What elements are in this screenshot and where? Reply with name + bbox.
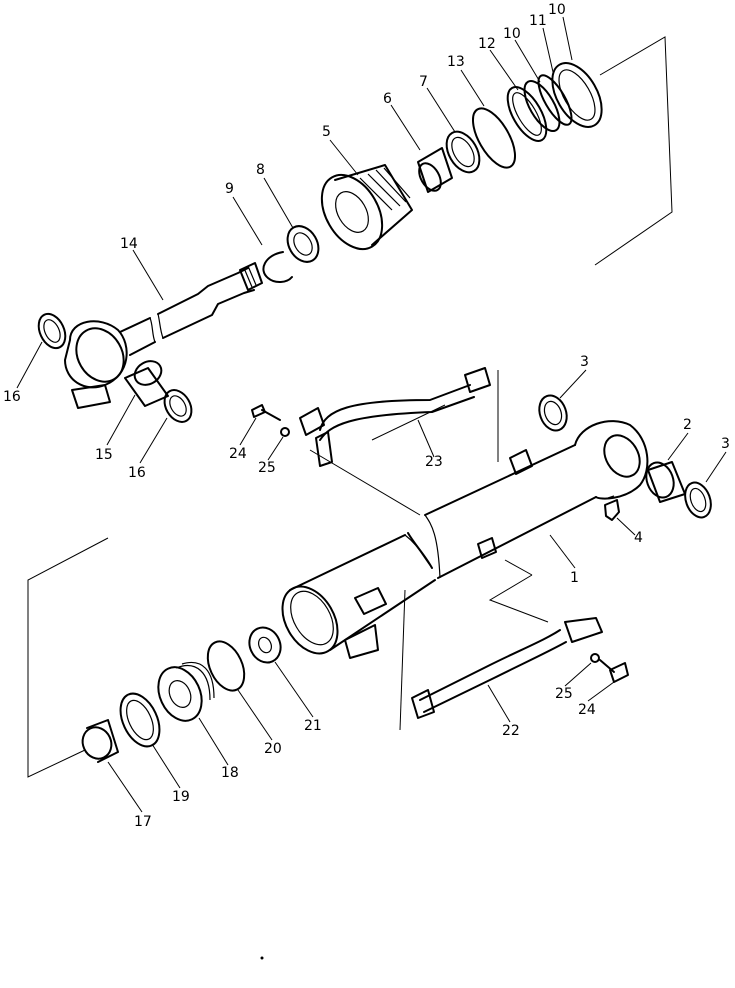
part-14-piston-rod [64,262,263,409]
callout-3-top: 3 [580,354,589,370]
part-17-cap [81,719,119,763]
callout-11: 11 [529,13,547,29]
part-10-ring-outer [551,62,603,128]
callout-labels: 10 11 10 12 13 7 6 5 8 9 14 16 15 16 3 2… [3,2,730,830]
part-24-bolt-left [251,404,281,421]
part-6-bushing [417,147,453,193]
stray-dot [260,956,264,960]
callout-23: 23 [425,454,443,470]
callout-6: 6 [383,91,392,107]
part-24-bolt-right [599,659,629,683]
callout-3-right: 3 [721,436,730,452]
callout-13: 13 [447,54,465,70]
part-22-pipe [411,617,603,719]
part-18-piston [157,662,215,722]
part-16-bushing-left [37,312,67,350]
callout-18: 18 [221,765,239,781]
callout-22: 22 [502,723,520,739]
callout-16-left: 16 [3,389,21,405]
part-5-piston [320,164,413,250]
callout-16-right: 16 [128,465,146,481]
part-16-bushing-right [163,389,193,423]
callout-2: 2 [683,417,692,433]
part-23-pipe [299,367,491,467]
callout-20: 20 [264,741,282,757]
part-19-ring [119,692,161,748]
callout-9: 9 [225,181,234,197]
part-25-washer-left [280,427,290,437]
callout-7: 7 [419,74,428,90]
part-3-bushing-top [538,394,568,432]
callout-14: 14 [120,236,138,252]
callout-10-top: 10 [548,2,566,18]
part-12-ring [506,86,548,142]
part-11-ring [537,74,573,126]
callout-17: 17 [134,814,152,830]
callout-21: 21 [304,718,322,734]
leader-lines [16,16,727,813]
part-21-nut [248,626,282,664]
part-7-bushing [445,130,481,174]
callout-24-left: 24 [229,446,247,462]
part-3-bushing-right [684,481,712,519]
part-4-grease-fitting [604,495,620,521]
part-1-cylinder-tube [281,420,649,659]
lower-group-bracket [27,537,109,778]
callout-19: 19 [172,789,190,805]
part-10-ring-inner [523,80,561,132]
part-25-washer-right [590,653,600,663]
callout-15: 15 [95,447,113,463]
part-13-o-ring [472,107,516,169]
callout-4: 4 [634,530,643,546]
callout-25-left: 25 [258,460,276,476]
callout-8: 8 [256,162,265,178]
callout-5: 5 [322,124,331,140]
callout-25-right: 25 [555,686,573,702]
part-9-snap-ring [262,251,293,283]
part-15-bushing [124,360,169,407]
callout-1: 1 [570,570,579,586]
callout-10-second: 10 [503,26,521,42]
part-20-ring [206,640,246,692]
upper-group-bracket [594,36,673,266]
callout-12: 12 [478,36,496,52]
callout-24-right: 24 [578,702,596,718]
part-8-bushing [286,225,320,263]
